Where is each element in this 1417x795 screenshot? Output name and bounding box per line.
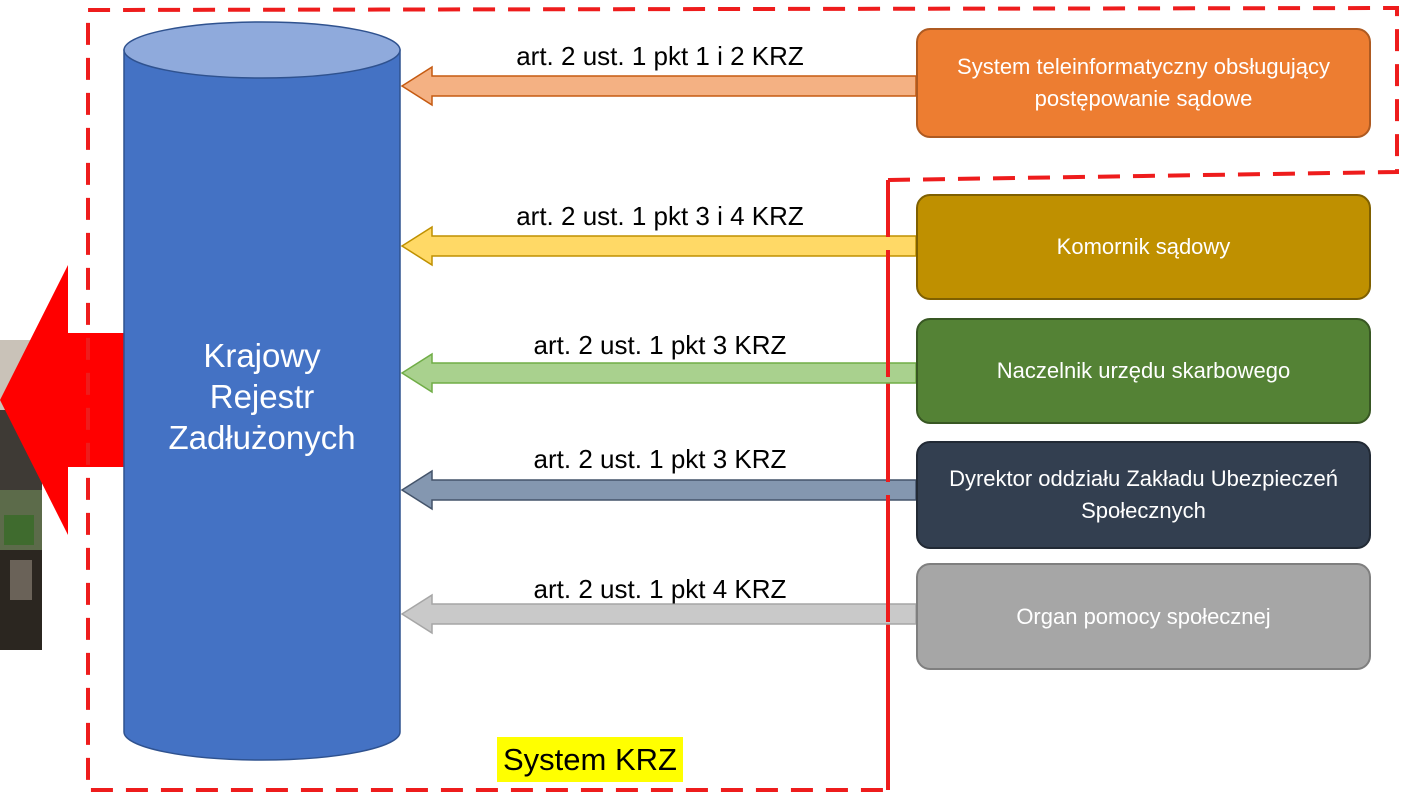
system-krz-label: System KRZ xyxy=(497,737,683,782)
source-box-social-welfare: Organ pomocy społecznej xyxy=(916,563,1371,670)
flow-arrow-2 xyxy=(400,225,917,267)
register-cylinder xyxy=(123,21,401,761)
arrow-label-1: art. 2 ust. 1 pkt 1 i 2 KRZ xyxy=(516,41,804,71)
outer-dashed-frame xyxy=(86,5,1399,792)
arrow-label-4: art. 2 ust. 1 pkt 3 KRZ xyxy=(533,444,787,474)
flow-arrow-4 xyxy=(400,469,917,511)
source-box-court-system: System teleinformatyczny obsługujący pos… xyxy=(916,28,1371,138)
register-label-line3: Zadłużonych xyxy=(168,419,356,456)
arrow-label-5: art. 2 ust. 1 pkt 4 KRZ xyxy=(533,574,787,604)
source-box-zus: Dyrektor oddziału Zakładu Ubezpieczeń Sp… xyxy=(916,441,1371,549)
arrow-label-2: art. 2 ust. 1 pkt 3 i 4 KRZ xyxy=(516,201,804,231)
arrow-label-3: art. 2 ust. 1 pkt 3 KRZ xyxy=(533,330,787,360)
register-label-line1: Krajowy xyxy=(203,337,321,374)
flow-arrow-1 xyxy=(400,65,917,107)
register-label-line2: Rejestr xyxy=(209,378,315,415)
big-red-arrow xyxy=(0,265,150,535)
source-box-bailiff: Komornik sądowy xyxy=(916,194,1371,300)
source-box-tax-office: Naczelnik urzędu skarbowego xyxy=(916,318,1371,424)
register-label: Krajowy Rejestr Zadłużonych xyxy=(124,335,400,458)
